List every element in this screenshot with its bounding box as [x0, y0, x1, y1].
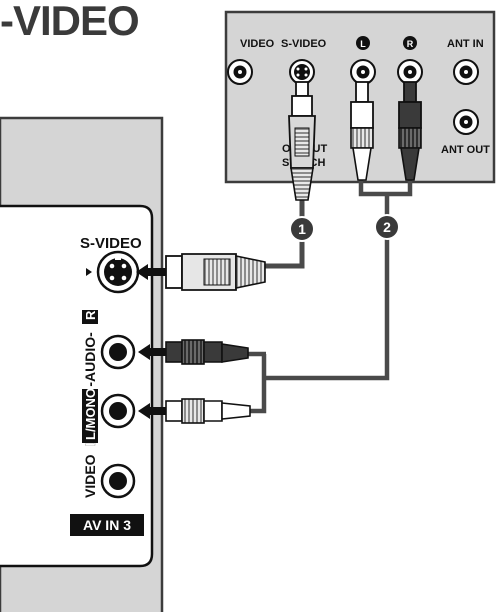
mono-highlight [82, 389, 98, 443]
svg-text:R: R [407, 39, 414, 49]
audio-right-plug-tv [138, 339, 249, 365]
tv-audio-right-jack[interactable] [100, 334, 136, 370]
tv-svideo-jack[interactable] [96, 250, 140, 294]
av-in-badge [70, 514, 144, 536]
audio-right-jack[interactable] [397, 59, 423, 85]
audio-left-label: L [356, 36, 370, 50]
audio-left-jack[interactable] [350, 59, 376, 85]
svg-text:1: 1 [298, 221, 306, 237]
ant-in-jack[interactable] [453, 59, 479, 85]
right-label-overlay: R [83, 310, 98, 320]
svg-text:L: L [360, 39, 366, 49]
video-input-text: VIDEO [82, 454, 98, 498]
tv-svideo-label: S-VIDEO [80, 235, 142, 252]
tv-video-jack[interactable] [100, 463, 136, 499]
input-arrow-icon [86, 268, 92, 276]
audio-right-plug-top [398, 81, 422, 181]
mono-label-overlay: L/MONO [83, 388, 98, 440]
svideo-jack[interactable] [289, 59, 315, 85]
audio-left-plug-tv [138, 398, 251, 424]
tv-side-panel: S-VIDEO VIDEO L/MONO [0, 116, 164, 612]
audio-right-label: R [403, 36, 417, 50]
audio-input-text: -AUDIO- [82, 332, 98, 387]
av-in-label: AV IN 3 [83, 517, 131, 533]
svideo-plug-top [288, 81, 316, 201]
audio-left-plug-top [350, 81, 374, 181]
svideo-plug-tv [136, 253, 266, 291]
ant-out-jack[interactable] [453, 109, 479, 135]
right-highlight [82, 310, 98, 324]
svg-text:2: 2 [383, 219, 391, 235]
video-jack-label: VIDEO [240, 38, 275, 50]
cable-2-audio [248, 178, 413, 414]
cable-1-badge: 1 [289, 216, 315, 242]
video-jack[interactable] [227, 59, 253, 85]
page-title: -VIDEO [0, 0, 140, 44]
ant-out-label: ANT OUT [441, 144, 490, 156]
svideo-arrow-icon [136, 264, 148, 280]
cable-2-badge: 2 [374, 214, 400, 240]
ant-in-label: ANT IN [447, 38, 484, 50]
svideo-jack-label: S-VIDEO [281, 38, 327, 50]
tv-audio-left-mono-jack[interactable] [100, 393, 136, 429]
